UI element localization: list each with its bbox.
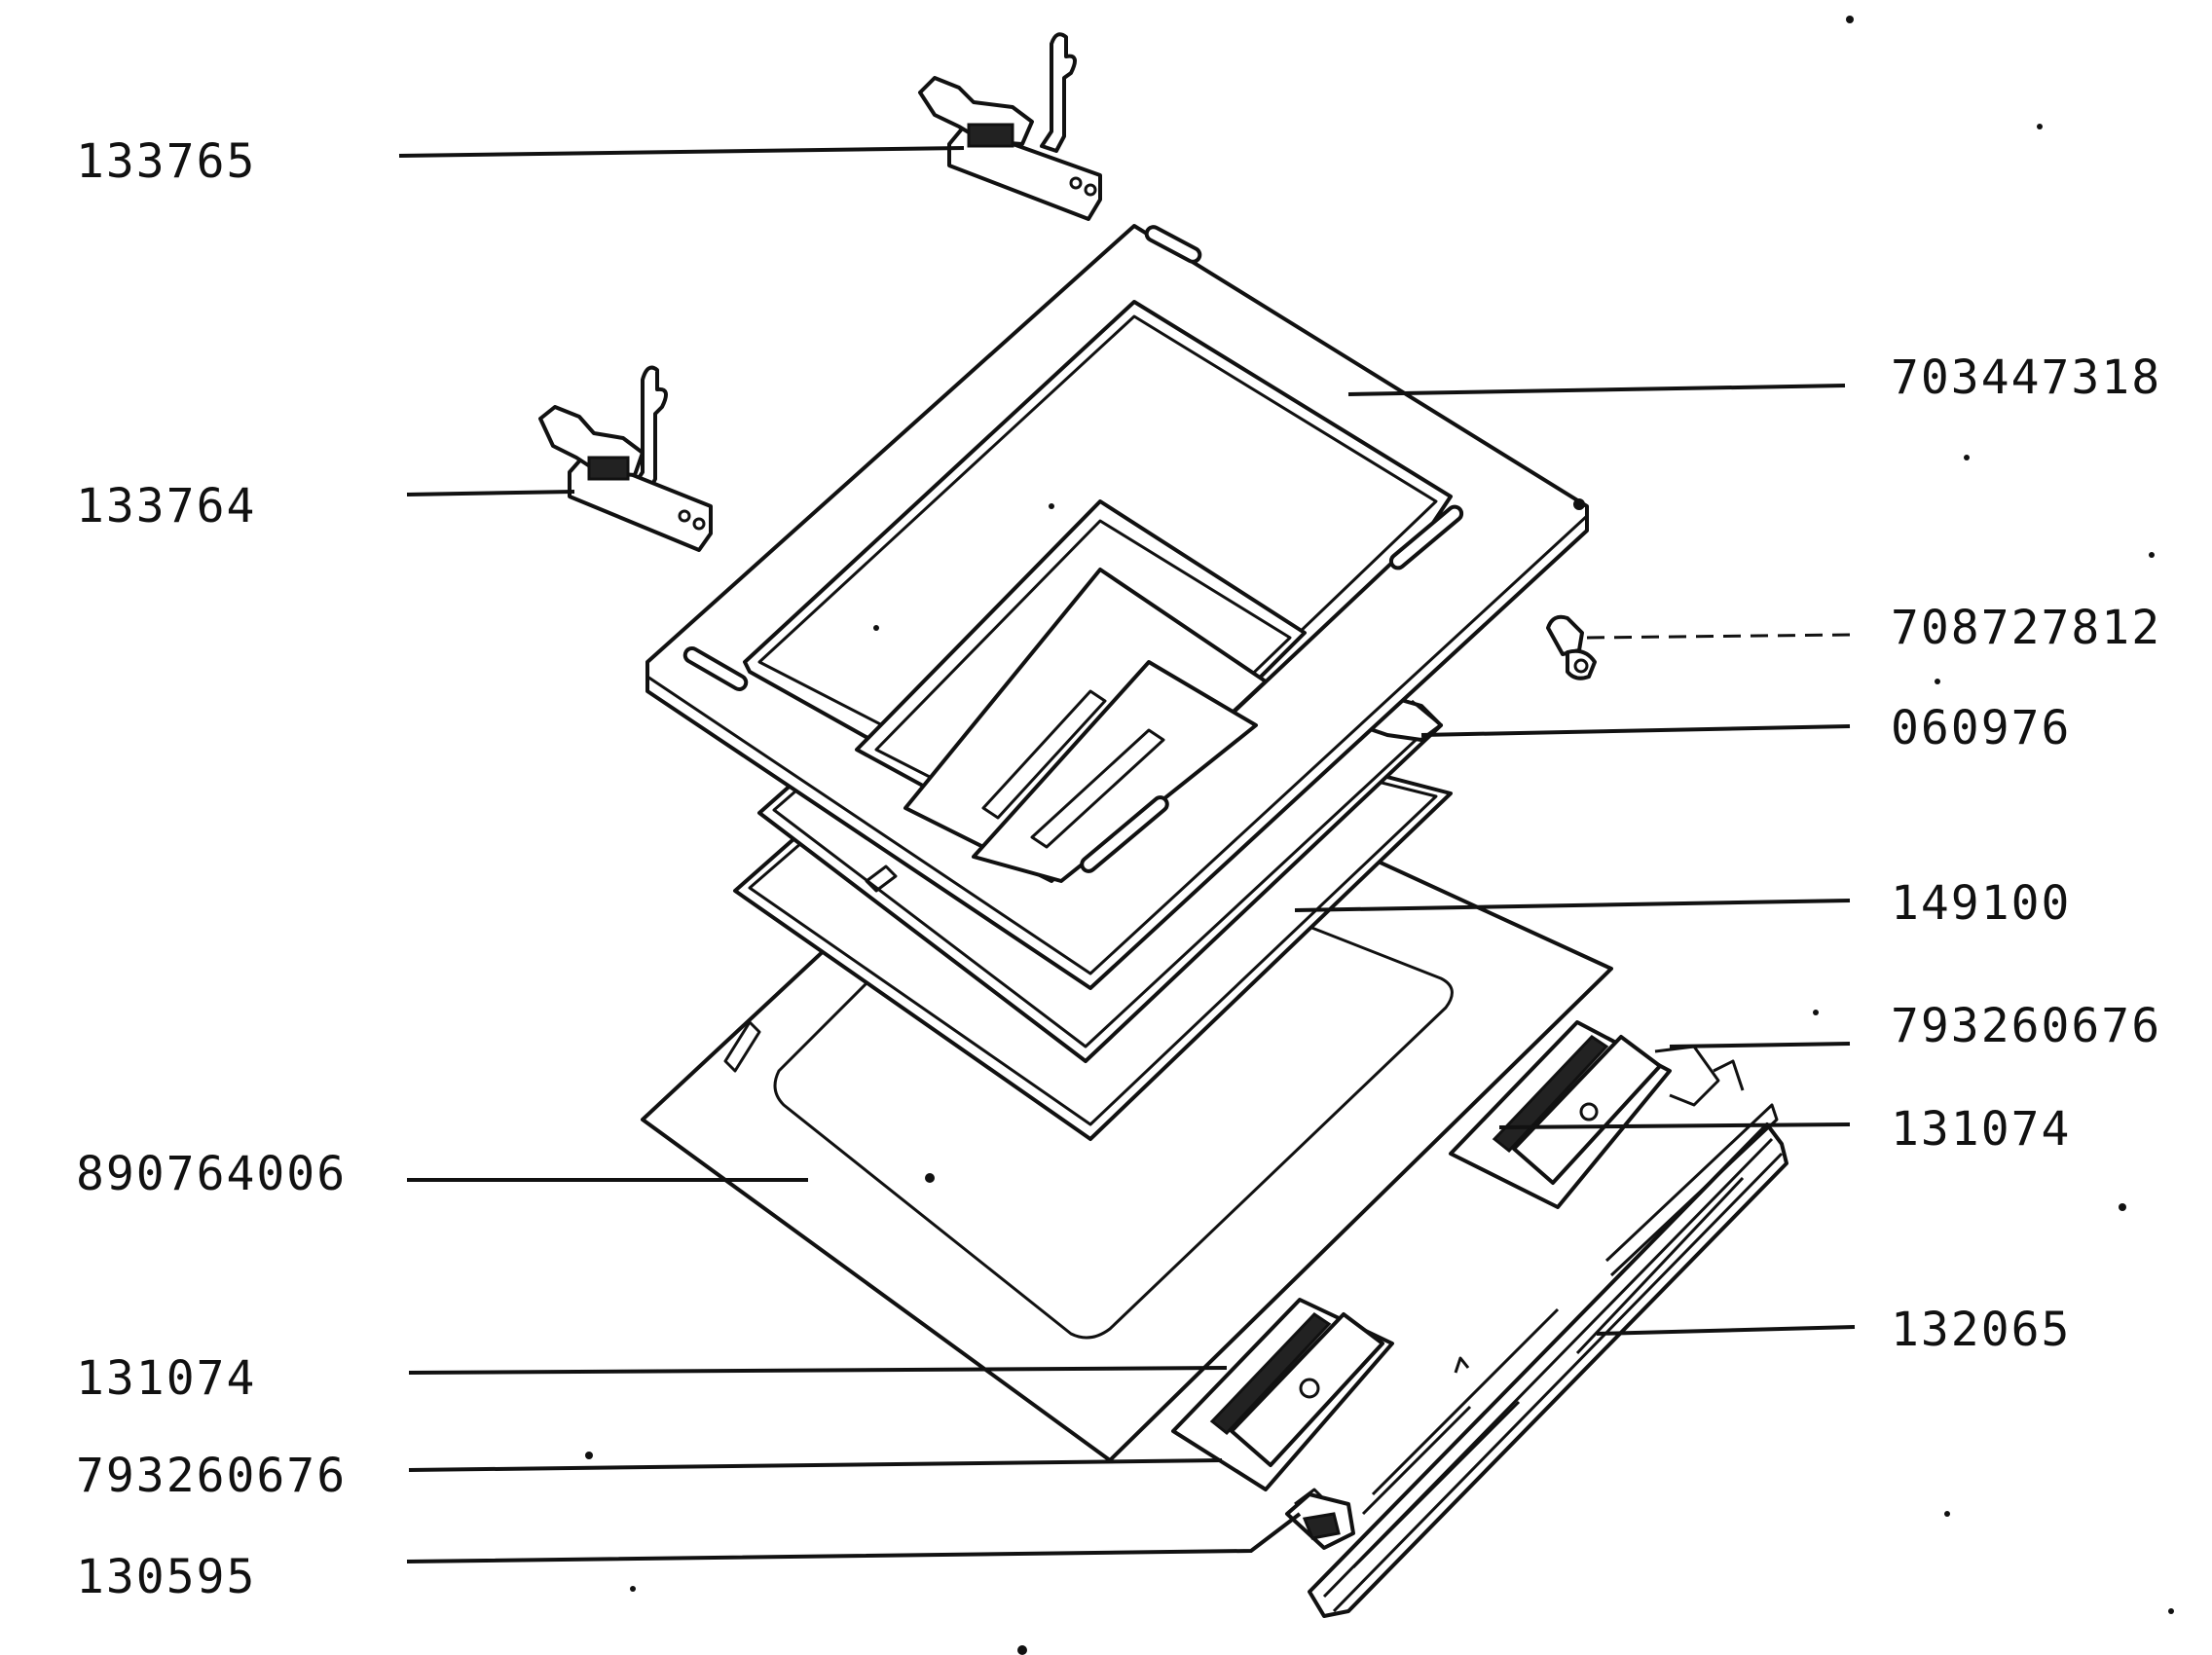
label-bracket-left: 793260676 [76,1449,347,1503]
door-frame-drawing [645,224,1589,990]
label-clip: 708727812 [1891,601,2161,655]
hinge-upper-left-drawing [538,365,713,552]
label-carrier-left: 131074 [76,1351,256,1406]
label-carrier-right: 131074 [1891,1102,2071,1157]
leader-149100 [1294,899,1851,912]
label-hinge-upper-left: 133764 [76,479,256,533]
leader-131074-right [1498,1122,1851,1129]
leader-lines [398,146,1856,1563]
leader-133764 [406,490,575,496]
label-outer-glass: 890764006 [76,1147,347,1201]
leader-132065 [1596,1325,1856,1336]
clip-drawing [1546,614,1597,680]
leader-708727812 [1586,633,1851,640]
leader-130595 [406,1512,1302,1563]
leader-133765 [398,146,965,158]
leader-703447318 [1347,384,1846,396]
label-end-cap: 130595 [76,1550,256,1604]
label-inner-glass: 149100 [1891,876,2071,931]
carrier-right-drawing [1449,1020,1745,1209]
label-handle-rail: 132065 [1891,1303,2071,1357]
label-inner-frame: 703447318 [1891,350,2161,405]
leader-131074-left [408,1366,1228,1375]
leader-060976 [1420,724,1851,737]
carrier-left-drawing [1171,1298,1394,1506]
leader-793260676-left [408,1458,1223,1472]
hinge-top-drawing [918,32,1102,221]
label-hinge-top: 133765 [76,134,256,189]
leader-793260676-right [1669,1042,1851,1048]
label-bracket-right: 793260676 [1891,999,2161,1053]
part-labels: 133765 133764 703447318 708727812 060976… [76,134,2161,1604]
scan-specks [585,16,2174,1655]
end-cap-drawing [1285,1492,1355,1550]
label-gasket: 060976 [1891,701,2071,755]
